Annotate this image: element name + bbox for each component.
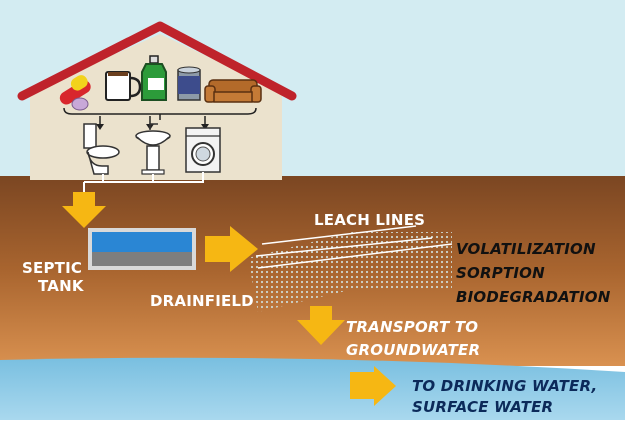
- label-drainfield: DRAINFIELD: [150, 292, 254, 310]
- pills-icon: [59, 75, 91, 111]
- arrow-to-drinking-water: [350, 366, 396, 406]
- label-transport-line2: GROUNDWATER: [346, 341, 481, 359]
- drain-pipes: [83, 172, 204, 196]
- coffee-mug-icon: [105, 71, 142, 101]
- washing-machine-icon: [185, 127, 221, 173]
- cleaner-bottle-icon: [141, 55, 167, 101]
- can-icon: [177, 66, 201, 101]
- arrow-to-groundwater: [297, 306, 345, 345]
- label-sorption: SORPTION: [456, 264, 545, 282]
- septic-tank: [88, 228, 196, 270]
- label-transport-line1: TRANSPORT TO: [346, 318, 479, 336]
- leach-lines: [255, 225, 453, 269]
- groundwater: [0, 357, 625, 420]
- label-drinking-line1: TO DRINKING WATER,: [412, 377, 598, 395]
- toilet-icon: [83, 123, 120, 175]
- label-septic: SEPTIC: [22, 259, 83, 277]
- sink-icon: [135, 123, 171, 175]
- sofa-icon: [204, 79, 262, 103]
- label-volatilization: VOLATILIZATION: [456, 240, 596, 258]
- label-drinking-line2: SURFACE WATER: [412, 398, 554, 416]
- label-biodegradation: BIODEGRADATION: [456, 288, 611, 306]
- label-tank: TANK: [38, 277, 84, 295]
- arrow-to-drainfield: [205, 226, 258, 272]
- roof: [17, 21, 297, 101]
- label-leach-lines: LEACH LINES: [314, 211, 426, 229]
- arrow-to-tank: [62, 192, 106, 228]
